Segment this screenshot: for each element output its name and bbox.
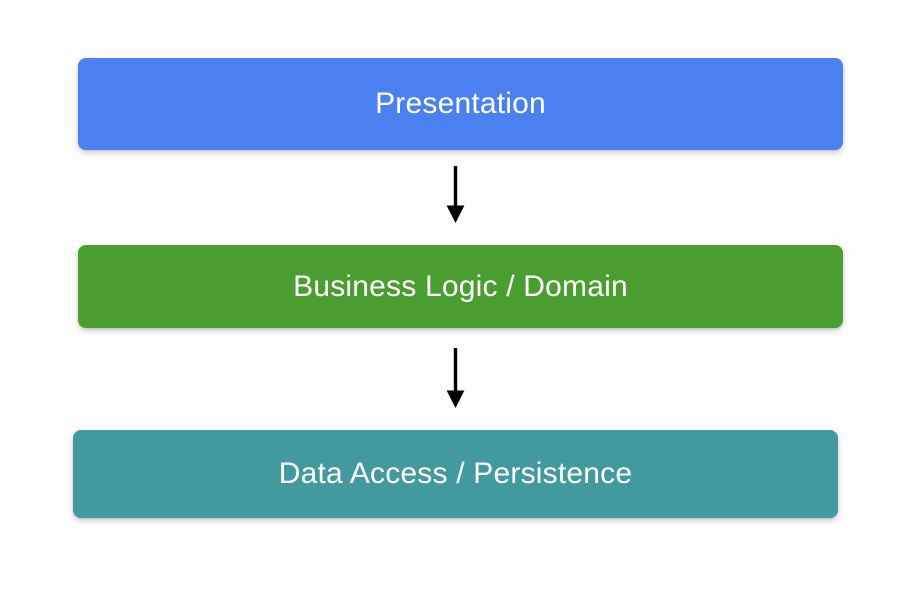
arrow-down-icon <box>446 348 465 408</box>
arrow-down-icon <box>446 166 465 223</box>
node-business-logic[interactable]: Business Logic / Domain <box>78 245 843 328</box>
node-data-access[interactable]: Data Access / Persistence <box>73 430 838 518</box>
node-presentation[interactable]: Presentation <box>78 58 843 150</box>
node-data-access-label: Data Access / Persistence <box>278 457 633 490</box>
node-presentation-label: Presentation <box>375 87 546 120</box>
node-business-logic-label: Business Logic / Domain <box>293 269 628 303</box>
arrow-presentation-to-business <box>438 165 474 225</box>
arrow-business-to-data <box>438 347 474 410</box>
